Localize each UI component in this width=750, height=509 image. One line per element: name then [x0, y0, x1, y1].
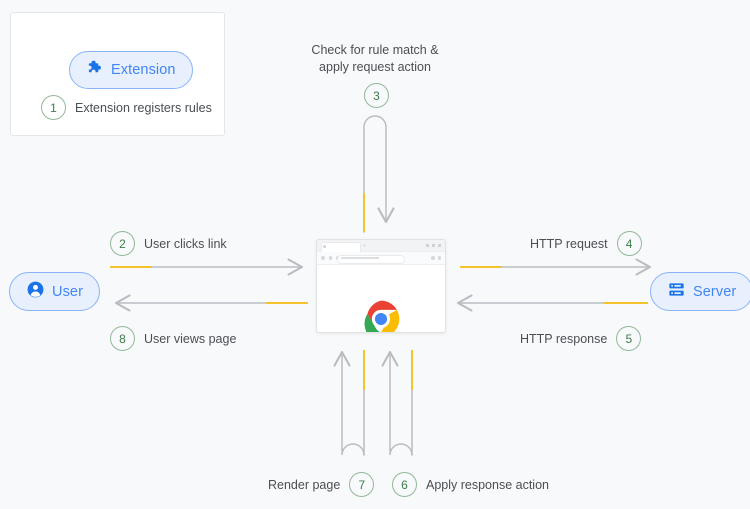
- browser-viewport: [317, 265, 445, 332]
- extension-step-1: 1 Extension registers rules: [41, 95, 212, 120]
- step-text-8: User views page: [144, 331, 237, 346]
- step-6-label: 6 Apply response action: [392, 472, 549, 497]
- step-number-8: 8: [110, 326, 135, 351]
- step-number-1: 1: [41, 95, 66, 120]
- omnibox-text: [341, 256, 379, 259]
- step-3-label: Check for rule match & apply request act…: [310, 42, 440, 76]
- browser-window[interactable]: +: [316, 239, 446, 333]
- extension-chip[interactable]: Extension: [69, 51, 193, 89]
- arrow-render-page-loop: [333, 350, 365, 456]
- minimize-icon[interactable]: [426, 244, 429, 247]
- step-number-4: 4: [616, 231, 642, 256]
- step-2-label: 2 User clicks link: [110, 231, 227, 256]
- menu-icon[interactable]: [437, 256, 441, 260]
- step-3-number-wrap: 3: [364, 83, 389, 108]
- maximize-icon[interactable]: [432, 244, 435, 247]
- server-node[interactable]: Server: [650, 272, 750, 311]
- extensions-icon[interactable]: [431, 256, 435, 260]
- browser-address-bar[interactable]: [317, 252, 445, 265]
- step-number-7: 7: [349, 472, 375, 497]
- user-node[interactable]: User: [9, 272, 101, 311]
- puzzle-piece-icon: [86, 59, 104, 81]
- step-text-6: Apply response action: [426, 477, 549, 492]
- server-label: Server: [693, 283, 737, 300]
- step-number-2: 2: [110, 231, 135, 256]
- extension-chip-label: Extension: [111, 62, 176, 78]
- step-number-6: 6: [392, 472, 417, 497]
- user-avatar-icon: [26, 280, 45, 303]
- window-controls[interactable]: [426, 244, 441, 247]
- new-tab-icon[interactable]: +: [363, 243, 366, 249]
- arrow-rule-match-loop: [363, 115, 395, 233]
- step-4-label: HTTP request 4: [530, 231, 642, 256]
- browser-toolbar-right[interactable]: [431, 256, 441, 260]
- chrome-logo-icon: [359, 297, 403, 332]
- step-5-label: HTTP response 5: [520, 326, 642, 351]
- step-text-7: Render page: [268, 477, 341, 492]
- browser-tab[interactable]: [321, 242, 361, 252]
- step-3-line1: Check for rule match &: [311, 43, 439, 57]
- browser-tab-favicon-icon: [323, 244, 326, 248]
- user-label: User: [52, 283, 84, 300]
- back-icon[interactable]: [321, 256, 325, 260]
- forward-icon[interactable]: [328, 256, 332, 260]
- step-number-3: 3: [364, 83, 389, 108]
- close-icon[interactable]: [438, 244, 441, 247]
- step-text-2: User clicks link: [144, 236, 227, 251]
- step-3-line2: apply request action: [319, 60, 431, 74]
- step-text-4: HTTP request: [530, 236, 608, 251]
- step-8-label: 8 User views page: [110, 326, 236, 351]
- arrow-apply-response-loop: [381, 350, 413, 456]
- step-number-5: 5: [616, 326, 642, 351]
- step-text-1: Extension registers rules: [75, 100, 212, 115]
- omnibox-input[interactable]: [337, 254, 405, 264]
- browser-tab-bar[interactable]: +: [317, 240, 445, 252]
- step-text-5: HTTP response: [520, 331, 608, 346]
- step-7-label: Render page 7: [268, 472, 375, 497]
- server-rack-icon: [667, 280, 686, 303]
- extension-panel: Extension 1 Extension registers rules: [10, 12, 225, 136]
